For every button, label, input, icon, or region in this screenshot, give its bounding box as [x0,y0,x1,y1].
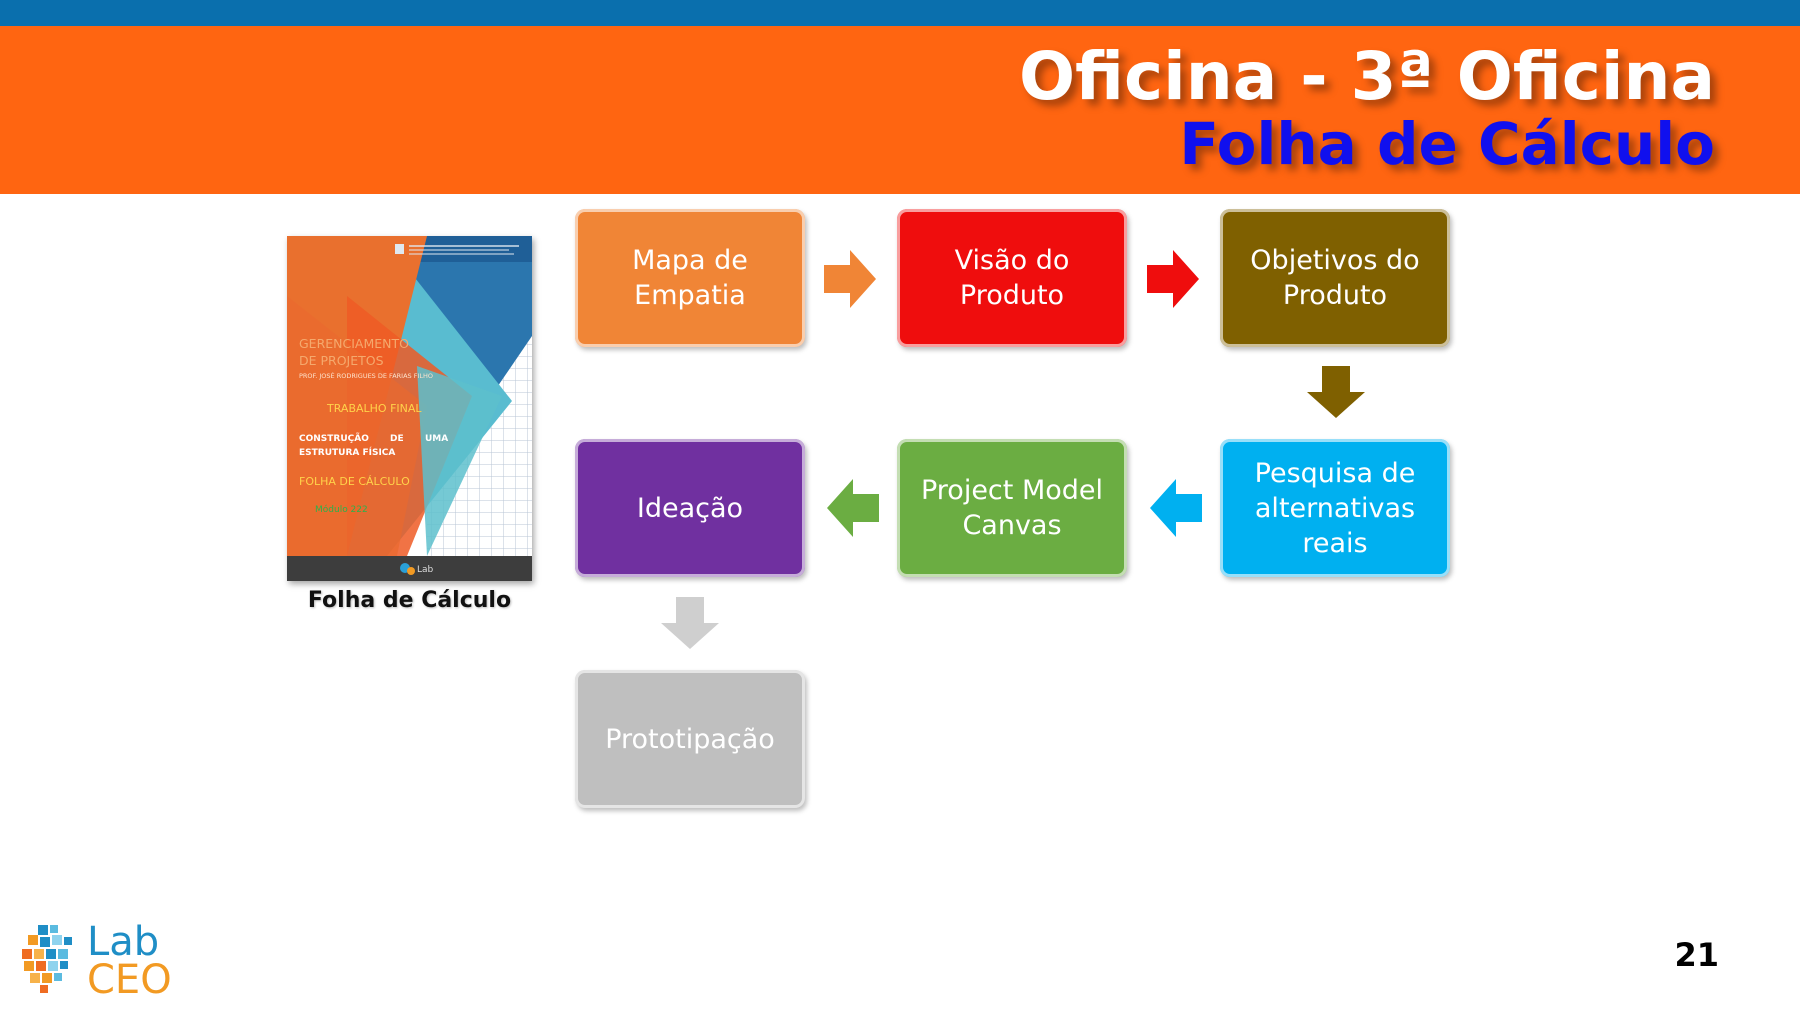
step-box-prototipacao: Prototipação [575,670,805,808]
slide-subtitle: Folha de Cálculo [1179,110,1715,178]
top-accent-bar [0,0,1800,26]
cover-heading-1: GERENCIAMENTO [299,336,409,351]
cover-module: Módulo 222 [315,504,368,515]
labceo-logo: Lab CEO [20,918,180,1000]
cover-line1b: DE [390,434,404,444]
arrow-right-icon [824,250,876,308]
arrow-right-icon [1147,250,1199,308]
step-label: Project Model Canvas [920,475,1104,541]
step-box-mapa-de-empatia: Mapa de Empatia [575,209,805,347]
step-box-objetivos-do-produto: Objetivos do Produto [1220,209,1450,347]
step-label: Objetivos do Produto [1250,245,1420,311]
step-box-ideacao: Ideação [575,439,805,577]
cover-line1a: CONSTRUÇÃO [299,433,369,444]
arrow-down-icon [1307,366,1365,418]
arrow-left-icon [827,479,879,537]
cover-art: Lab GERENCIAMENTO DE PROJETOS PROF. JOSÉ… [287,236,532,581]
step-box-visao-do-produto: Visão do Produto [897,209,1127,347]
step-label: Prototipação [605,723,775,755]
logo-text-ceo: CEO [87,957,172,1003]
page-number: 21 [1674,936,1719,974]
logo-text-lab: Lab [87,919,160,965]
cover-section: TRABALHO FINAL [326,402,422,415]
step-label: Mapa de Empatia [632,245,748,311]
cover-author: PROF. JOSÉ RODRIGUES DE FARIAS FILHO [299,371,433,380]
step-box-project-model-canvas: Project Model Canvas [897,439,1127,577]
cover-doc-title: FOLHA DE CÁLCULO [299,475,410,488]
cover-heading-2: DE PROJETOS [299,353,384,368]
arrow-left-icon [1150,479,1202,537]
step-label: Visão do Produto [954,245,1070,311]
arrow-down-icon [661,597,719,649]
title-band [0,26,1800,194]
step-label: Ideação [636,492,744,524]
cover-line1c: UMA [425,434,448,444]
slide-title: Oficina - 3ª Oficina [1018,38,1715,115]
step-box-pesquisa-de-alternativas: Pesquisa de alternativas reais [1220,439,1450,577]
cover-line2: ESTRUTURA FÍSICA [299,446,395,458]
step-label: Pesquisa de alternativas reais [1254,457,1416,559]
logo-mosaic-icon [22,925,72,993]
cover-thumbnail: Lab GERENCIAMENTO DE PROJETOS PROF. JOSÉ… [287,236,532,581]
cover-caption: Folha de Cálculo [307,588,512,613]
svg-text:Lab: Lab [417,565,434,575]
